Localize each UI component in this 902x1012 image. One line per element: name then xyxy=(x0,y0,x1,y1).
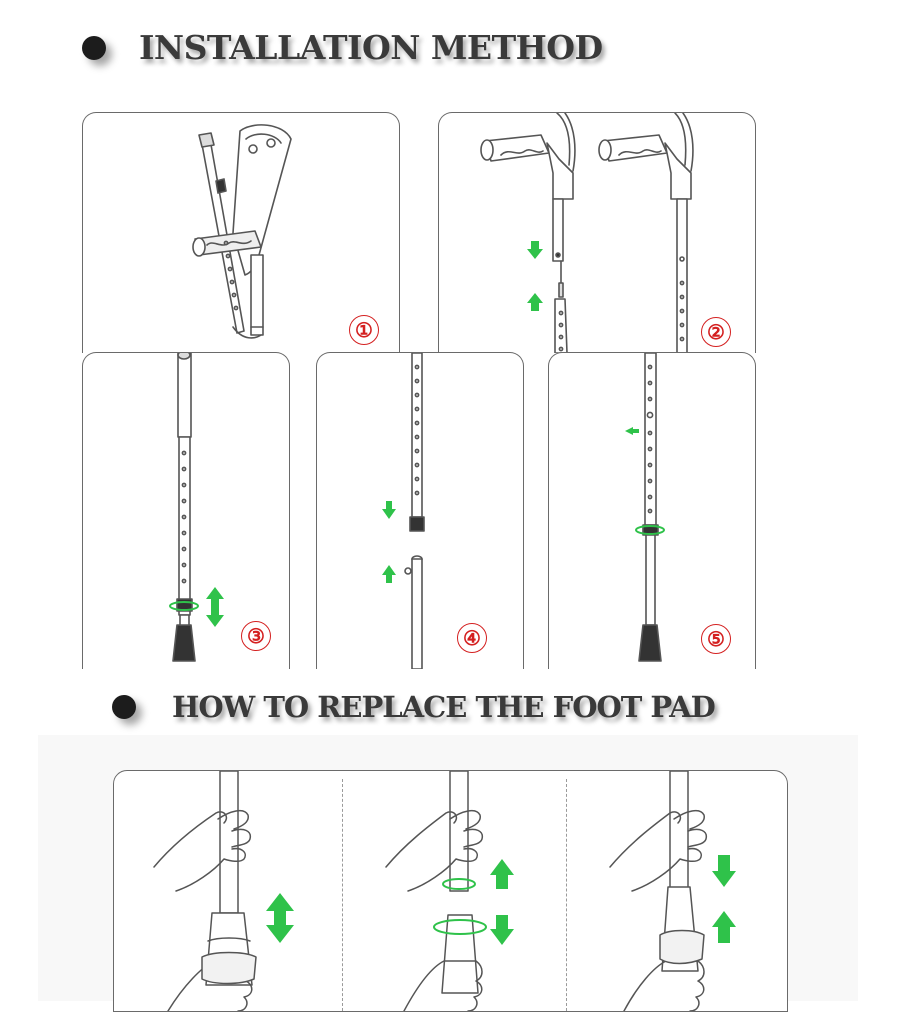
foot-pad-step-twist xyxy=(385,771,484,1011)
rotate-ring-icon xyxy=(433,919,487,935)
foot-pad-title: HOW TO REPLACE THE FOOT PAD xyxy=(172,690,716,724)
step-4-panel: ④ xyxy=(316,352,524,669)
step-5-number: ⑤ xyxy=(701,624,731,654)
green-arrow-icon xyxy=(712,855,736,943)
foot-pad-heading: HOW TO REPLACE THE FOOT PAD xyxy=(112,690,716,724)
bullet-dot-icon xyxy=(112,695,136,719)
step-1-panel: ① xyxy=(82,112,400,353)
rotate-ring-icon xyxy=(635,525,665,535)
step-4-number: ④ xyxy=(457,623,487,653)
green-arrow-icon xyxy=(527,241,543,311)
foot-pad-step-pull xyxy=(153,771,257,1011)
foot-pad-steps-box xyxy=(113,770,788,1012)
green-arrow-icon xyxy=(490,859,514,945)
installation-heading: INSTALLATION METHOD xyxy=(82,28,603,67)
installation-title: INSTALLATION METHOD xyxy=(139,28,603,67)
step-2-number: ② xyxy=(701,317,731,347)
green-arrow-icon xyxy=(625,427,639,435)
step-2-panel: ② xyxy=(438,112,756,353)
bullet-dot-icon xyxy=(82,35,106,60)
foot-pad-step-attach xyxy=(609,771,708,1011)
rotate-ring-icon xyxy=(442,878,476,890)
green-arrow-icon xyxy=(382,501,396,583)
step-3-panel: ③ xyxy=(82,352,290,669)
crutch-assembly-illustration xyxy=(480,113,694,353)
completed-tube-illustration xyxy=(625,353,665,662)
green-arrow-icon xyxy=(266,893,294,943)
step-1-number: ① xyxy=(349,315,379,345)
divider xyxy=(342,779,343,1011)
step-3-number: ③ xyxy=(241,621,271,651)
tube-height-adjust-illustration xyxy=(169,353,224,662)
tube-insertion-illustration xyxy=(382,353,425,669)
rotate-ring-icon xyxy=(169,601,199,611)
crutch-folded-illustration xyxy=(192,124,292,339)
foot-pad-illustrations xyxy=(153,771,736,1011)
divider xyxy=(566,779,567,1011)
step-5-panel: ⑤ xyxy=(548,352,756,669)
green-arrow-icon xyxy=(206,587,224,627)
